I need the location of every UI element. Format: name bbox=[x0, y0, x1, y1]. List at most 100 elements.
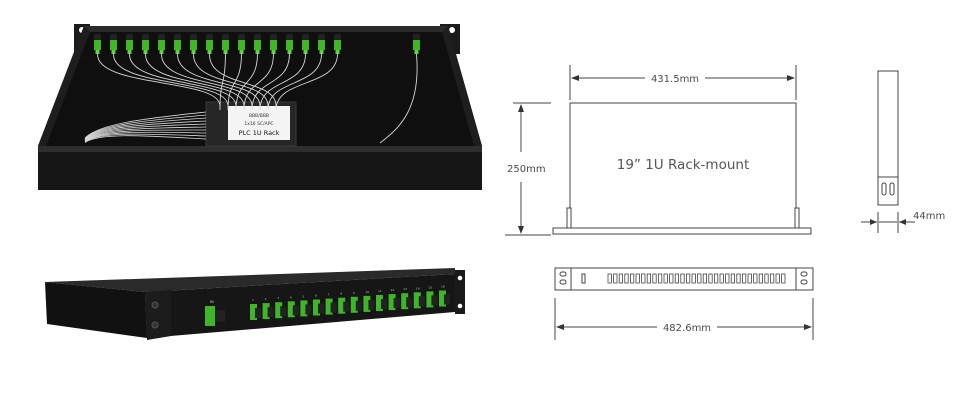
port-slot bbox=[730, 273, 735, 284]
port-slot bbox=[607, 273, 612, 284]
fiber-strand bbox=[267, 53, 322, 111]
chassis-outline bbox=[569, 102, 797, 229]
ear-hole-icon bbox=[449, 27, 455, 33]
output-connector bbox=[174, 34, 181, 54]
side-view-svg: 44mm bbox=[861, 70, 945, 233]
output-port-label: 1 bbox=[252, 298, 254, 302]
fiber-strand bbox=[235, 53, 258, 111]
output-port-label: 15 bbox=[428, 285, 432, 289]
port-slot bbox=[652, 273, 657, 284]
output-port-label: 12 bbox=[391, 288, 395, 292]
output-connector bbox=[334, 34, 341, 54]
output-port-label: 7 bbox=[328, 293, 330, 297]
fiber-strand bbox=[275, 53, 338, 111]
center-label: 19” 1U Rack-mount bbox=[617, 157, 750, 173]
ear-hole-icon bbox=[457, 275, 463, 281]
output-port-label: 5 bbox=[302, 294, 304, 298]
arrow-left-icon bbox=[571, 75, 579, 81]
output-port-label: 11 bbox=[378, 289, 382, 293]
port-slot bbox=[725, 273, 730, 284]
side-view-drawing: 44mm bbox=[855, 65, 955, 235]
fiber-strand bbox=[113, 53, 229, 107]
fiber-strand bbox=[84, 129, 207, 142]
port-slot bbox=[613, 273, 618, 284]
fiber-strand bbox=[129, 53, 237, 107]
output-port[interactable]: 9 bbox=[350, 291, 362, 313]
output-port[interactable]: 11 bbox=[376, 289, 387, 311]
output-connector bbox=[222, 34, 229, 54]
output-connector bbox=[110, 34, 117, 54]
port-slot bbox=[635, 273, 640, 284]
port-slot bbox=[741, 273, 747, 284]
top-chassis-photo: ВВВ/ВВВ 1x16 SC/APC PLC 1U Rack bbox=[30, 18, 490, 198]
bracket-screw-icon bbox=[151, 321, 159, 329]
module-label-line: ВВВ/ВВВ bbox=[249, 113, 269, 119]
fiber-strand bbox=[84, 131, 207, 142]
port-slot bbox=[769, 273, 775, 284]
port-slot bbox=[618, 273, 623, 284]
plc-module: ВВВ/ВВВ 1x16 SC/APC PLC 1U Rack bbox=[205, 101, 297, 147]
width-label: 482.6mm bbox=[663, 323, 711, 334]
chassis-floor bbox=[38, 26, 482, 146]
output-port[interactable]: 1 bbox=[250, 298, 261, 320]
output-port[interactable]: 12 bbox=[388, 288, 400, 311]
chassis-right-wall bbox=[442, 26, 482, 146]
output-port[interactable]: 2 bbox=[262, 297, 274, 320]
port-slot bbox=[736, 273, 741, 284]
input-port-label: IN bbox=[210, 300, 214, 304]
port-slot bbox=[747, 273, 752, 284]
output-port[interactable]: 3 bbox=[275, 296, 287, 319]
ear-hole-icon bbox=[559, 271, 567, 277]
width-label: 431.5mm bbox=[651, 74, 699, 85]
output-port[interactable]: 13 bbox=[401, 287, 413, 310]
output-port[interactable]: 10 bbox=[363, 290, 375, 312]
output-port[interactable]: 7 bbox=[325, 293, 337, 315]
top-view-drawing: 431.5mm 19” 1U Rack-mount 250mm bbox=[505, 60, 835, 245]
chassis-back-lip bbox=[82, 26, 450, 32]
port-slot bbox=[753, 273, 758, 284]
output-port-label: 4 bbox=[290, 295, 292, 299]
right-rack-ear bbox=[455, 270, 465, 314]
output-port[interactable]: 8 bbox=[338, 292, 350, 314]
port-slot bbox=[764, 273, 769, 284]
output-connector bbox=[254, 34, 261, 54]
bracket-screw-icon bbox=[151, 301, 159, 309]
ear-hole-icon bbox=[800, 271, 808, 277]
chassis-left-side bbox=[45, 282, 147, 338]
chassis-interior-image: ВВВ/ВВВ 1x16 SC/APC PLC 1U Rack bbox=[38, 24, 482, 190]
module-label-line: 1x16 SC/APC bbox=[244, 121, 273, 127]
input-port[interactable]: IN bbox=[205, 300, 225, 326]
input-slot bbox=[581, 273, 586, 284]
fiber-strand bbox=[251, 53, 290, 111]
output-port-label: 14 bbox=[416, 286, 420, 290]
port-slot bbox=[697, 273, 702, 284]
fiber-strand bbox=[84, 123, 207, 141]
output-port-label: 6 bbox=[315, 294, 317, 298]
output-port[interactable]: 14 bbox=[413, 286, 425, 309]
fiber-strand bbox=[209, 53, 277, 107]
port-slot bbox=[708, 273, 713, 284]
output-port[interactable]: 15 bbox=[426, 285, 438, 308]
port-slot bbox=[758, 273, 763, 284]
output-port[interactable]: 16 bbox=[439, 285, 450, 307]
output-connector bbox=[94, 34, 101, 54]
port-slot bbox=[702, 273, 707, 284]
mount-flange bbox=[552, 227, 812, 235]
output-port[interactable]: 5 bbox=[300, 294, 312, 317]
fiber-strand bbox=[177, 53, 261, 107]
output-port-label: 13 bbox=[403, 287, 407, 291]
output-port[interactable]: 4 bbox=[287, 295, 299, 318]
output-port[interactable]: 6 bbox=[313, 294, 324, 316]
port-slot bbox=[658, 273, 663, 284]
fiber-strand bbox=[259, 53, 306, 111]
output-connector bbox=[318, 34, 325, 54]
output-port-label: 10 bbox=[365, 290, 369, 294]
fiber-strand bbox=[84, 114, 207, 139]
left-bracket bbox=[145, 290, 171, 340]
fiber-strand bbox=[84, 117, 207, 140]
fiber-strand bbox=[161, 53, 253, 107]
fiber-strand bbox=[97, 53, 221, 107]
depth-label: 250mm bbox=[507, 164, 546, 175]
